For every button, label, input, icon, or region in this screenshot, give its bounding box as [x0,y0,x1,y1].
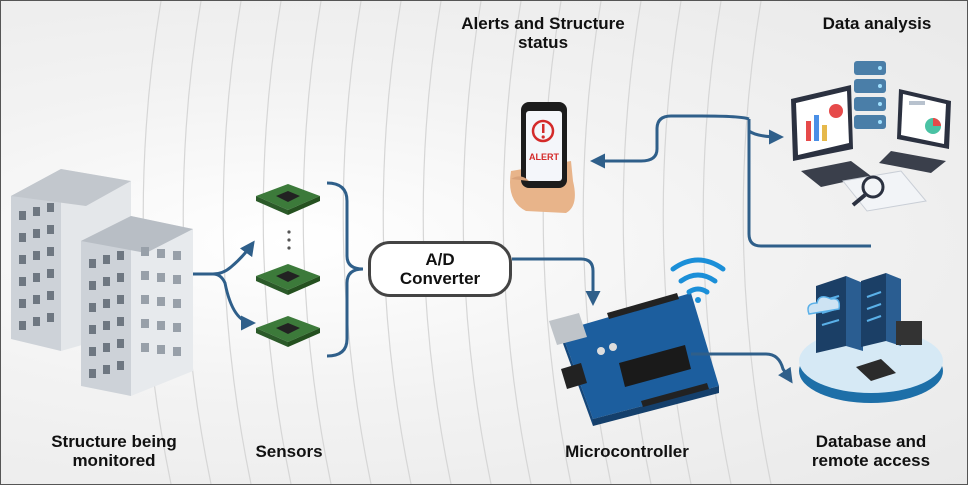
analysis-to-phone-arrow [590,114,750,169]
alerts-label-line1: Alerts and Structure [461,14,625,33]
database-illustration [799,273,943,403]
data-analysis-illustration [791,61,951,212]
database-label-line2: remote access [811,451,931,470]
phone-illustration: ALERT [510,102,575,213]
microcontroller-label: Microcontroller [565,442,689,461]
sensors-label: Sensors [255,442,323,461]
database-to-analysis-line [747,119,871,248]
ad-converter-box: A/D Converter [368,241,512,297]
database-label-line1: Database and [815,432,927,451]
converter-label-line1: A/D [425,250,455,269]
building-to-sensors-arrows [193,240,256,331]
structure-label-line1: Structure being [51,432,177,451]
database-label: Database and remote access [798,432,944,470]
mcu-to-database-arrow [691,352,793,384]
converter-label-line2: Converter [399,269,481,288]
phone-alert-text: ALERT [529,152,559,162]
alerts-label: Alerts and Structure status [441,14,645,52]
sensor-boards [256,184,320,347]
building-illustration [11,169,193,396]
structure-label: Structure being monitored [39,432,189,470]
converter-to-mcu-arrow [512,257,601,306]
alerts-label-line2: status [517,33,569,52]
analysis-label: Data analysis [822,14,932,33]
structure-label-line2: monitored [72,451,156,470]
microcontroller-board [549,293,719,426]
sensor-bracket [326,181,364,358]
wifi-icon [670,257,726,303]
analysis-input-arrow [748,129,784,145]
